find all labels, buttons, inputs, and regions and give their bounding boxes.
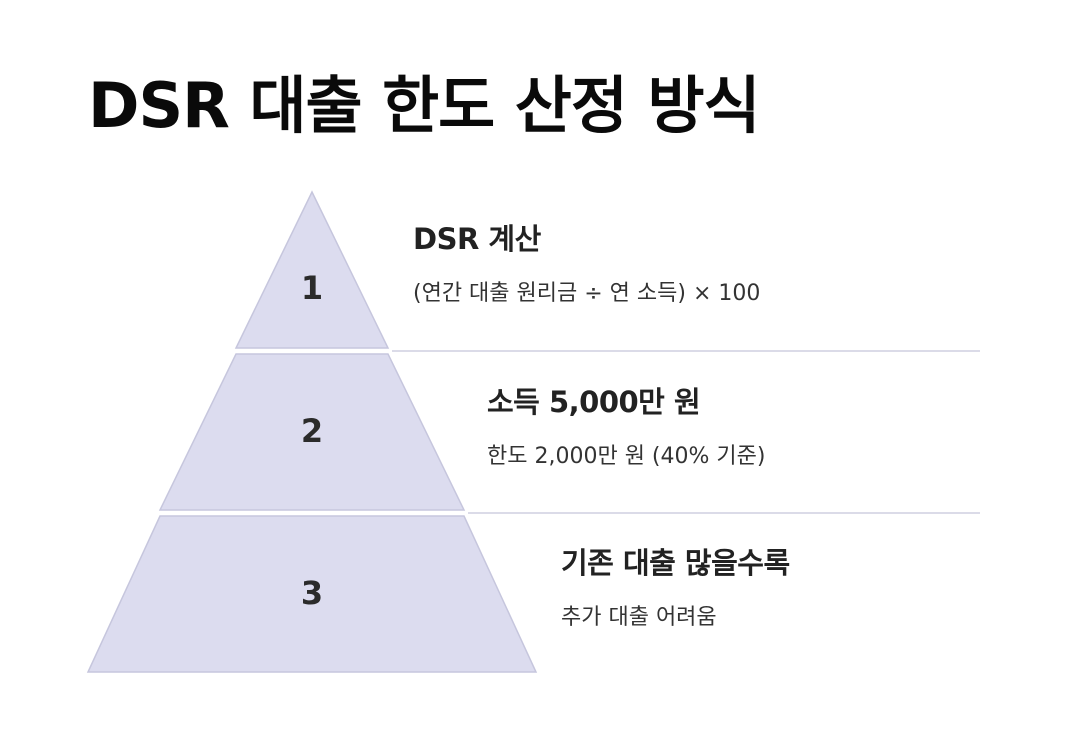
tier-number-2: 2 bbox=[301, 412, 323, 450]
pyramid-tier-1-shape bbox=[234, 190, 390, 349]
step-2-description: 한도 2,000만 원 (40% 기준) bbox=[487, 443, 766, 469]
step-1-description: (연간 대출 원리금 ÷ 연 소득) × 100 bbox=[413, 280, 761, 306]
step-2-title: 소득 5,000만 원 bbox=[487, 385, 701, 419]
page-title: DSR 대출 한도 산정 방식 bbox=[88, 69, 761, 142]
step-2-text: 소득 5,000만 원 한도 2,000만 원 (40% 기준) bbox=[487, 385, 765, 470]
step-3-title: 기존 대출 많을수록 bbox=[561, 546, 790, 580]
pyramid-tier-3-shape bbox=[86, 515, 538, 673]
tier-number-3: 3 bbox=[301, 574, 323, 612]
step-3-text: 기존 대출 많을수록 추가 대출 어려움 bbox=[561, 546, 790, 631]
pyramid-tier-2-shape bbox=[158, 353, 466, 511]
step-3-description: 추가 대출 어려움 bbox=[561, 604, 717, 630]
step-1-text: DSR 계산 (연간 대출 원리금 ÷ 연 소득) × 100 bbox=[413, 222, 760, 307]
tier-number-1: 1 bbox=[301, 269, 323, 307]
step-1-title: DSR 계산 bbox=[413, 222, 541, 256]
